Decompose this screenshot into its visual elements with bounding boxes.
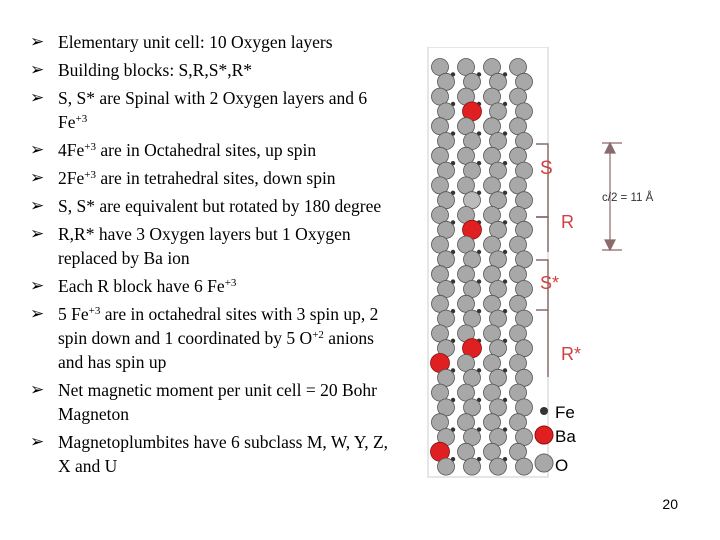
arrow-bullet-icon: ➢ [30,60,45,80]
crystal-structure-figure: S R S* R* c/2 = 11 Å Fe Ba O [398,46,698,487]
bullet-item: ➢S, S* are Spinal with 2 Oxygen layers a… [30,88,368,132]
bullet-item: ➢R,R* have 3 Oxygen layers but 1 Oxygen … [30,224,351,268]
bullet-item: ➢Net magnetic moment per unit cell = 20 … [30,380,377,424]
oxygen-atom [437,457,455,476]
bullet-item: ➢2Fe+3 are in tetrahedral sites, down sp… [30,168,336,188]
legend-fe-label: Fe [555,403,575,422]
arrow-bullet-icon: ➢ [30,196,45,216]
arrow-bullet-icon: ➢ [30,88,45,108]
arrow-bullet-icon: ➢ [30,224,45,244]
block-brackets [536,143,549,377]
block-label-s-star: S* [540,273,559,293]
legend-ba-label: Ba [555,427,576,446]
legend-ba-swatch [534,425,554,445]
arrow-bullet-icon: ➢ [30,276,45,296]
legend-o-label: O [555,456,568,475]
legend-o-swatch [534,453,554,473]
block-label-s: S [540,158,553,179]
bullet-item: ➢5 Fe+3 are in octahedral sites with 3 s… [30,304,379,372]
bullet-list: ➢Elementary unit cell: 10 Oxygen layers … [30,30,400,482]
bullet-item: ➢Magnetoplumbites have 6 subclass M, W, … [30,432,389,476]
arrow-bullet-icon: ➢ [30,140,45,160]
crystal-structure-diagram: S R S* R* c/2 = 11 Å Fe Ba O [427,46,654,478]
arrow-bullet-icon: ➢ [30,168,45,188]
oxygen-atom [515,457,533,476]
bracket-r [536,216,549,252]
bullet-item: ➢4Fe+3 are in Octahedral sites, up spin [30,140,317,160]
block-label-r-star: R* [561,344,581,364]
arrow-bullet-icon: ➢ [30,32,45,52]
bullet-item: ➢S, S* are equivalent but rotated by 180… [30,196,382,216]
page-number: 20 [662,496,678,512]
oxygen-atom [489,457,507,476]
oxygen-atom [463,457,481,476]
bullet-item: ➢Each R block have 6 Fe+3 [30,276,237,296]
arrow-bullet-icon: ➢ [30,380,45,400]
dimension-arrow [602,141,622,252]
bullet-item: ➢Building blocks: S,R,S*,R* [30,60,252,80]
legend: Fe Ba O [534,403,576,475]
legend-fe-swatch [540,407,548,415]
arrow-bullet-icon: ➢ [30,432,45,452]
dimension-label: c/2 = 11 Å [602,191,654,204]
bullet-item: ➢Elementary unit cell: 10 Oxygen layers [30,32,333,52]
arrow-bullet-icon: ➢ [30,304,45,324]
lattice-atoms [430,58,533,476]
bracket-s-star [536,259,549,311]
block-label-r: R [561,212,574,232]
